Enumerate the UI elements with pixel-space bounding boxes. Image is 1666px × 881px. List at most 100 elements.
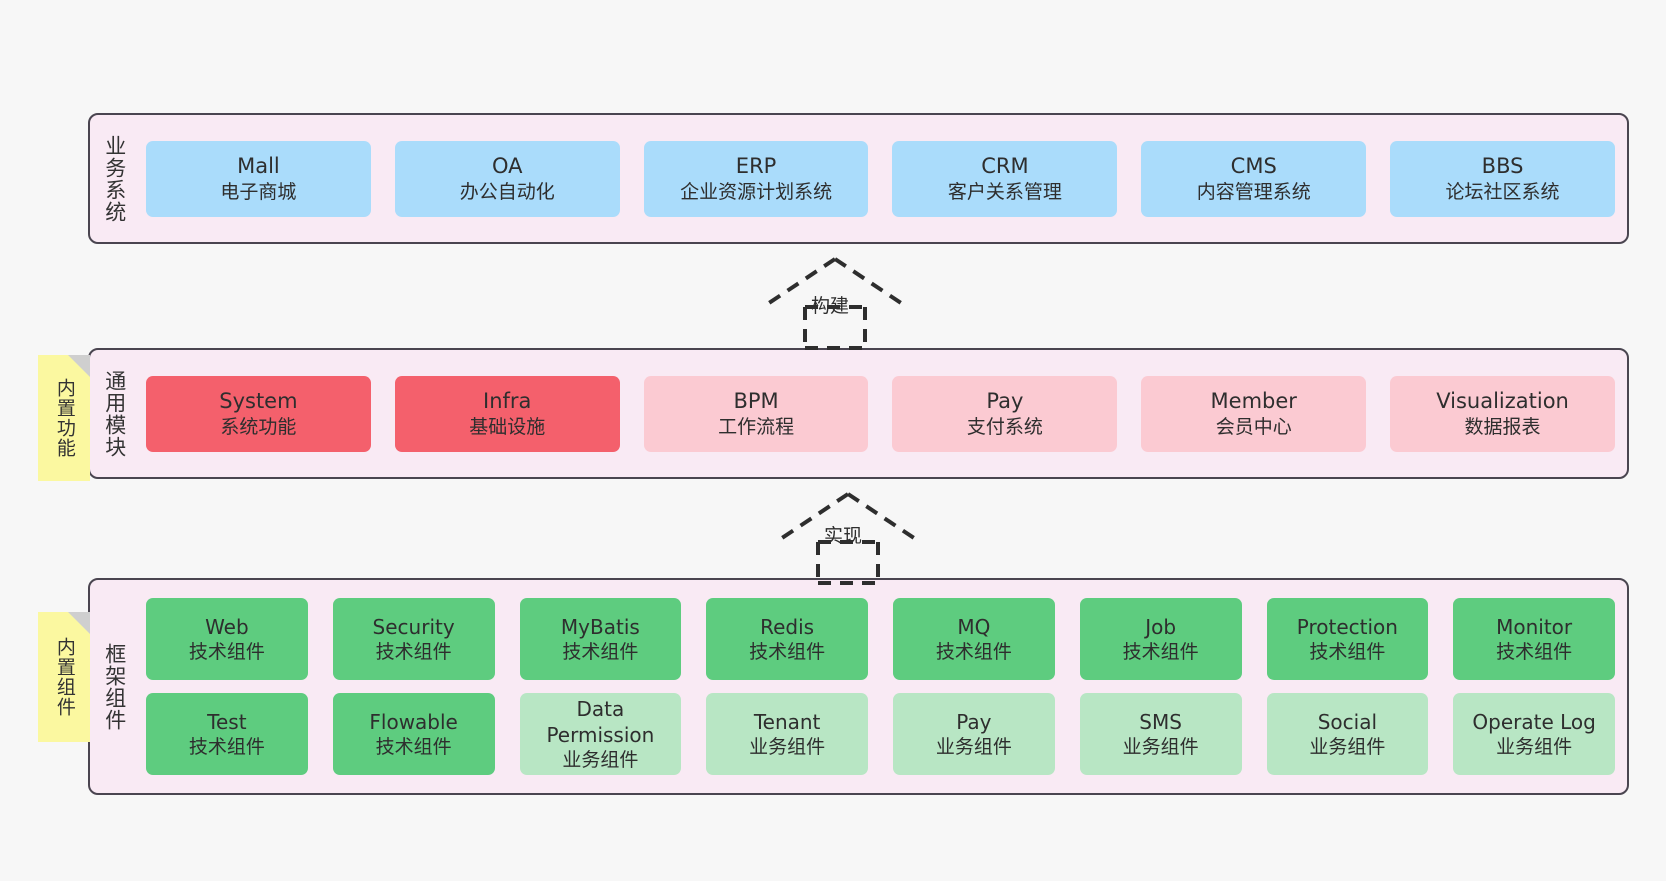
card-subtitle: 技术组件 [375, 640, 452, 663]
note-builtin-component: 内置组件 [38, 612, 90, 742]
card-title: Flowable [369, 709, 458, 734]
card-subtitle: 基础设施 [469, 415, 546, 438]
connector-build-label: 构建 [811, 295, 850, 317]
card-mq[interactable]: MQ 技术组件 [893, 598, 1055, 680]
layer-common-modules: 通用模块 System 系统功能 Infra 基础设施 BPM 工作流程 Pay… [88, 348, 1629, 479]
connector-build-arrow [761, 257, 909, 350]
card-mall[interactable]: Mall 电子商城 [146, 140, 371, 217]
card-subtitle: 电子商城 [220, 180, 297, 203]
card-erp[interactable]: ERP 企业资源计划系统 [643, 140, 869, 217]
card-bpm[interactable]: BPM 工作流程 [643, 375, 869, 452]
framework-card-row-1: Web 技术组件 Security 技术组件 MyBatis 技术组件 Redi… [146, 598, 1615, 680]
card-infra[interactable]: Infra 基础设施 [394, 375, 620, 452]
card-title: Data Permission [546, 696, 655, 747]
card-subtitle: 论坛社区系统 [1445, 180, 1560, 203]
layer-framework-components: 框架组件 Web 技术组件 Security 技术组件 MyBatis 技术组件… [88, 578, 1629, 795]
card-title: Social [1317, 709, 1378, 734]
card-title: Web [205, 614, 249, 639]
card-subtitle: 系统功能 [220, 415, 297, 438]
card-subtitle: 技术组件 [375, 735, 452, 758]
card-title: SMS [1139, 709, 1182, 734]
card-title: CRM [981, 153, 1029, 178]
card-title: BBS [1481, 153, 1524, 178]
layer-business-title: 业务系统 [102, 134, 127, 223]
card-subtitle: 业务组件 [1309, 735, 1386, 758]
layer-modules-body: System 系统功能 Infra 基础设施 BPM 工作流程 Pay 支付系统… [138, 350, 1627, 477]
card-title: OA [491, 153, 523, 178]
card-sms[interactable]: SMS 业务组件 [1079, 693, 1242, 775]
card-subtitle: 技术组件 [188, 640, 265, 663]
card-title: Member [1210, 388, 1297, 413]
card-title: System [219, 388, 298, 413]
card-data-permission[interactable]: Data Permission 业务组件 [519, 693, 682, 775]
card-title: BPM [733, 388, 779, 413]
card-security[interactable]: Security 技术组件 [332, 598, 495, 680]
card-bbs[interactable]: BBS 论坛社区系统 [1390, 140, 1615, 217]
card-subtitle: 支付系统 [966, 415, 1043, 438]
card-subtitle: 技术组件 [1309, 640, 1386, 663]
card-subtitle: 技术组件 [188, 735, 265, 758]
card-title: Monitor [1496, 614, 1573, 639]
card-oa[interactable]: OA 办公自动化 [394, 140, 620, 217]
card-crm[interactable]: CRM 客户关系管理 [892, 140, 1118, 217]
card-title: Mall [237, 153, 280, 178]
connector-implement-arrow [774, 492, 922, 585]
card-visualization[interactable]: Visualization 数据报表 [1390, 375, 1615, 452]
card-cms[interactable]: CMS 内容管理系统 [1141, 140, 1367, 217]
card-member[interactable]: Member 会员中心 [1141, 375, 1367, 452]
card-subtitle: 会员中心 [1215, 415, 1292, 438]
card-subtitle: 数据报表 [1464, 415, 1541, 438]
card-tenant[interactable]: Tenant 业务组件 [706, 693, 868, 775]
layer-modules-title: 通用模块 [102, 369, 127, 458]
card-flowable[interactable]: Flowable 技术组件 [332, 693, 495, 775]
card-test[interactable]: Test 技术组件 [146, 693, 308, 775]
card-title: Protection [1296, 614, 1398, 639]
card-title: MyBatis [560, 614, 640, 639]
business-card-row: Mall 电子商城 OA 办公自动化 ERP 企业资源计划系统 CRM 客户关系… [146, 140, 1615, 217]
card-title: Redis [760, 614, 815, 639]
note-text: 内置功能 [53, 378, 76, 458]
card-title: ERP [735, 153, 777, 178]
card-pay-component[interactable]: Pay 业务组件 [893, 693, 1055, 775]
card-title: Operate Log [1472, 709, 1596, 734]
layer-business-body: Mall 电子商城 OA 办公自动化 ERP 企业资源计划系统 CRM 客户关系… [138, 115, 1627, 242]
card-operate-log[interactable]: Operate Log 业务组件 [1453, 693, 1615, 775]
card-monitor[interactable]: Monitor 技术组件 [1453, 598, 1615, 680]
card-social[interactable]: Social 业务组件 [1266, 693, 1429, 775]
card-subtitle: 内容管理系统 [1196, 180, 1311, 203]
layer-framework-title: 框架组件 [102, 642, 127, 731]
card-subtitle: 客户关系管理 [947, 180, 1062, 203]
card-protection[interactable]: Protection 技术组件 [1266, 598, 1429, 680]
card-mybatis[interactable]: MyBatis 技术组件 [519, 598, 682, 680]
card-title: Tenant [753, 709, 821, 734]
card-title: Infra [483, 388, 532, 413]
card-system[interactable]: System 系统功能 [146, 375, 371, 452]
card-subtitle: 技术组件 [1122, 640, 1199, 663]
card-title: Visualization [1436, 388, 1569, 413]
card-subtitle: 企业资源计划系统 [680, 180, 833, 203]
card-job[interactable]: Job 技术组件 [1079, 598, 1242, 680]
card-subtitle: 技术组件 [749, 640, 826, 663]
card-web[interactable]: Web 技术组件 [146, 598, 308, 680]
card-subtitle: 业务组件 [749, 735, 826, 758]
card-subtitle: 办公自动化 [459, 180, 555, 203]
card-subtitle: 业务组件 [1122, 735, 1199, 758]
note-text: 内置组件 [53, 637, 76, 717]
card-title: MQ [957, 614, 991, 639]
framework-card-row-2: Test 技术组件 Flowable 技术组件 Data Permission … [146, 693, 1615, 775]
card-pay-module[interactable]: Pay 支付系统 [892, 375, 1118, 452]
card-title: Pay [956, 709, 992, 734]
card-title: CMS [1230, 153, 1277, 178]
card-subtitle: 工作流程 [718, 415, 795, 438]
card-subtitle: 技术组件 [935, 640, 1012, 663]
layer-business-systems: 业务系统 Mall 电子商城 OA 办公自动化 ERP 企业资源计划系统 CRM… [88, 113, 1629, 244]
card-redis[interactable]: Redis 技术组件 [706, 598, 868, 680]
card-title: Test [207, 709, 247, 734]
card-subtitle: 业务组件 [935, 735, 1012, 758]
note-builtin-function: 内置功能 [38, 355, 90, 481]
card-subtitle: 技术组件 [562, 640, 639, 663]
card-title: Job [1145, 614, 1177, 639]
card-subtitle: 技术组件 [1496, 640, 1573, 663]
layer-framework-body: Web 技术组件 Security 技术组件 MyBatis 技术组件 Redi… [138, 580, 1627, 793]
